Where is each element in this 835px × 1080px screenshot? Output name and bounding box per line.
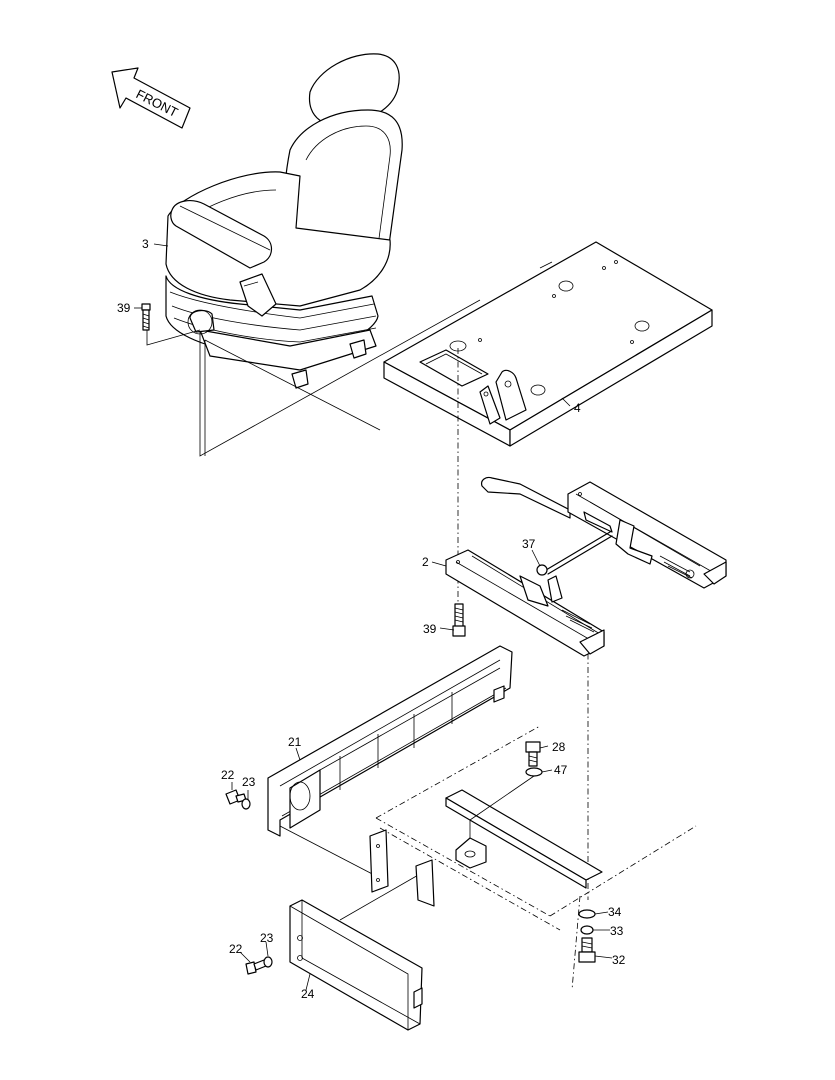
callout-leaders — [134, 243, 613, 991]
callout-23-lower: 23 — [260, 931, 274, 945]
callout-37: 37 — [522, 537, 536, 551]
washer-47 — [525, 767, 543, 777]
operator-seat — [165, 53, 403, 389]
seat-mounting-plate — [383, 241, 713, 447]
seat-frame — [369, 725, 697, 991]
washer-34 — [578, 909, 596, 919]
callout-47: 47 — [554, 763, 568, 777]
callout-32: 32 — [612, 953, 626, 967]
callout-3: 3 — [142, 237, 149, 251]
bolt-22-upper — [225, 789, 247, 805]
callout-39-lower: 39 — [423, 622, 437, 636]
callout-23-upper: 23 — [242, 775, 256, 789]
washer-23-lower — [263, 956, 273, 968]
seat-slide-rail-upper — [481, 476, 727, 589]
washer-23-upper — [241, 798, 251, 810]
release-cable — [545, 531, 611, 571]
callout-21: 21 — [288, 735, 302, 749]
bolt-39-lower — [452, 603, 466, 637]
callout-24: 24 — [301, 987, 315, 1001]
callout-33: 33 — [610, 924, 624, 938]
bolt-28 — [525, 741, 541, 767]
callout-39-upper: 39 — [117, 301, 131, 315]
callout-22-upper: 22 — [221, 768, 235, 782]
front-arrow: FRONT — [111, 67, 191, 129]
seat-slide-rail-lower — [445, 549, 605, 657]
callout-4: 4 — [574, 401, 581, 415]
bolt-22-lower — [245, 959, 267, 975]
bolt-39-upper — [141, 303, 151, 331]
callout-2: 2 — [422, 555, 429, 569]
bolt-32 — [578, 937, 596, 963]
callout-28: 28 — [552, 740, 566, 754]
seat-frame-plate-hole — [455, 837, 487, 869]
callout-22-lower: 22 — [229, 942, 243, 956]
callout-34: 34 — [608, 905, 622, 919]
washer-33 — [580, 925, 594, 935]
seat-side-cover — [267, 645, 513, 837]
seat-lower-cover — [289, 899, 423, 1031]
